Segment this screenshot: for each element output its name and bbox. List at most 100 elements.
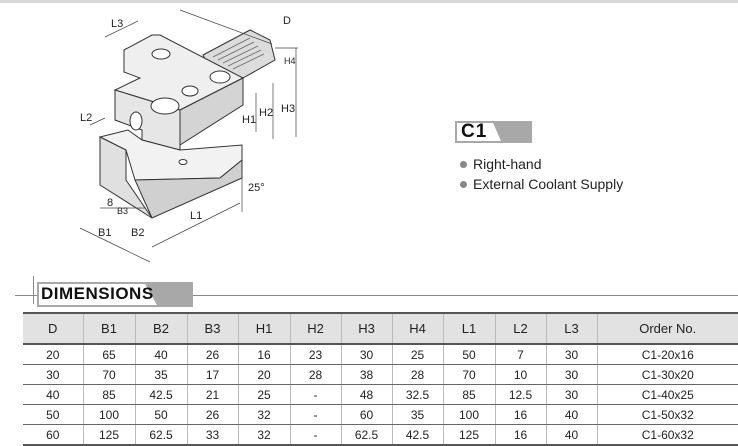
- label-B1: B1: [98, 227, 111, 239]
- base-side: [134, 158, 243, 219]
- label-H3: H3: [281, 103, 295, 115]
- product-code: C1: [461, 121, 488, 142]
- table-cell: 30: [545, 344, 597, 365]
- table-cell: -: [289, 384, 341, 405]
- table-cell: 30: [545, 364, 597, 385]
- dimension-lines: [79, 9, 298, 263]
- column-header: L3: [545, 312, 597, 345]
- table-cell: 21: [186, 384, 238, 405]
- column-header: L1: [442, 312, 495, 345]
- tool-holder-drawing: L3 D H4 H3 H2 H1 L2 25° 8 B3 B1 B2 L1: [79, 9, 298, 263]
- table-cell: 23: [289, 344, 341, 365]
- base-front: [99, 136, 153, 219]
- table-cell: 42.5: [134, 384, 187, 405]
- table-cell: 25: [237, 384, 290, 405]
- table-cell: 100: [442, 404, 495, 425]
- table-cell: 26: [186, 404, 238, 425]
- table-cell: 26: [186, 344, 238, 365]
- table-cell: 33: [186, 424, 238, 446]
- label-H4: H4: [284, 56, 296, 66]
- column-header: B1: [82, 312, 135, 345]
- hole: [209, 70, 231, 84]
- table-cell: 20: [237, 364, 290, 385]
- feature-list: Right-hand External Coolant Supply: [460, 154, 623, 194]
- column-header: B2: [134, 312, 187, 345]
- table-cell: 32: [237, 404, 290, 425]
- table-cell: C1-50x32: [596, 404, 738, 425]
- table-cell: 70: [442, 364, 495, 385]
- table-cell: 65: [82, 344, 135, 365]
- hole: [129, 111, 143, 131]
- table-cell: 10: [494, 364, 546, 385]
- table-cell: 40: [545, 424, 597, 446]
- table-cell: 62.5: [134, 424, 187, 446]
- label-H2: H2: [259, 107, 273, 119]
- hole: [150, 97, 180, 115]
- hole: [181, 85, 199, 97]
- column-header: Order No.: [596, 312, 738, 345]
- label-angle: 25°: [248, 182, 265, 194]
- table-cell: 40: [545, 404, 597, 425]
- table-cell: 35: [391, 404, 443, 425]
- label-L2: L2: [80, 112, 92, 124]
- base-top: [98, 129, 243, 181]
- table-cell: 48: [340, 384, 392, 405]
- divider: [33, 276, 34, 304]
- label-B2: B2: [131, 227, 144, 239]
- table-cell: C1-30x20: [596, 364, 738, 385]
- table-cell: 32.5: [391, 384, 443, 405]
- table-cell: 60: [23, 424, 83, 446]
- table-cell: C1-20x16: [596, 344, 738, 365]
- dimensions-heading: DIMENSIONS: [37, 282, 193, 307]
- table-cell: 50: [134, 404, 187, 425]
- table-cell: C1-60x32: [596, 424, 738, 446]
- table-cell: 7: [494, 344, 546, 365]
- label-L3: L3: [111, 18, 123, 30]
- product-code-badge: C1: [455, 121, 532, 143]
- divider: [15, 295, 738, 296]
- table-cell: 16: [237, 344, 290, 365]
- table-cell: 50: [23, 404, 83, 425]
- table-cell: 42.5: [391, 424, 443, 446]
- table-cell: 30: [545, 384, 597, 405]
- table-cell: 85: [82, 384, 135, 405]
- table-cell: 40: [23, 384, 83, 405]
- table-cell: 16: [494, 404, 546, 425]
- serrations: [212, 37, 265, 70]
- table-cell: 125: [82, 424, 135, 446]
- table-cell: 16: [494, 424, 546, 446]
- table-cell: 35: [134, 364, 187, 385]
- table-cell: 38: [340, 364, 392, 385]
- column-header: H4: [391, 312, 443, 345]
- table-cell: 60: [340, 404, 392, 425]
- table-cell: 70: [82, 364, 135, 385]
- table-cell: -: [289, 404, 341, 425]
- column-header: B3: [186, 312, 238, 345]
- feature-item: Right-hand: [460, 154, 623, 174]
- table-cell: 25: [391, 344, 443, 365]
- table-cell: 100: [82, 404, 135, 425]
- label-H1: H1: [242, 114, 256, 126]
- table-cell: 40: [134, 344, 187, 365]
- column-header: H3: [340, 312, 392, 345]
- top-border: [0, 0, 738, 3]
- upper-block-side: [179, 77, 244, 146]
- hole: [151, 48, 171, 60]
- table-cell: C1-40x25: [596, 384, 738, 405]
- bullet-icon: [460, 160, 467, 168]
- table-cell: 28: [289, 364, 341, 385]
- table-cell: 32: [237, 424, 290, 446]
- column-header: H1: [237, 312, 290, 345]
- table-cell: 12.5: [494, 384, 546, 405]
- table-cell: -: [289, 424, 341, 446]
- table-cell: 28: [391, 364, 443, 385]
- table-cell: 30: [23, 364, 83, 385]
- label-B3: B3: [117, 206, 128, 216]
- feature-item: External Coolant Supply: [460, 174, 623, 194]
- table-cell: 30: [340, 344, 392, 365]
